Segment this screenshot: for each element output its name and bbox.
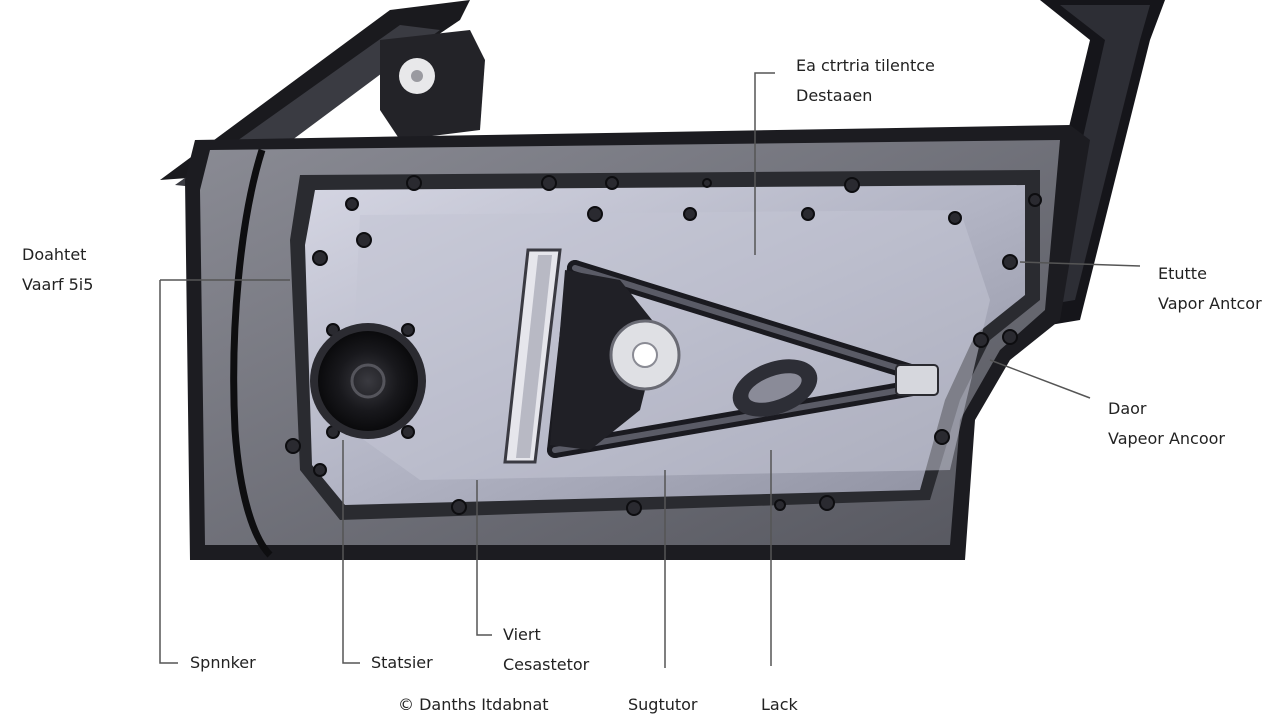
- callout-left-line-1: Doahtet: [22, 245, 87, 264]
- callout-bottom-2-line-1: Statsier: [371, 653, 433, 672]
- callout-right-2-line-2: Vapeor Ancoor: [1108, 429, 1225, 448]
- regulator-motor: [609, 319, 681, 391]
- callout-bottom-3-line-2: Cesastetor: [503, 655, 590, 674]
- callout-bottom-2: Statsier: [371, 648, 433, 678]
- callout-right-1-line-1: Etutte: [1158, 264, 1207, 283]
- callout-speaker-line-1: Spnnker: [190, 653, 256, 672]
- callout-lock-line-1: Lack: [761, 695, 798, 714]
- callout-top-line-2: Destaaen: [796, 86, 873, 105]
- callout-top-line-1: Ea ctrtria tilentce: [796, 56, 935, 75]
- lock-recess: [732, 359, 818, 417]
- callout-lock: Lack: [761, 690, 798, 720]
- callout-bottom-4: Sugtutor: [628, 690, 698, 720]
- callout-bottom-4-line-1: Sugtutor: [628, 695, 698, 714]
- mirror-mount: [380, 30, 485, 140]
- speaker: [310, 323, 426, 439]
- callout-bottom-3: Viert Cesastetor: [503, 620, 589, 680]
- callout-bottom-3-line-1: Viert: [503, 625, 541, 644]
- leader-lines: [159, 72, 1141, 668]
- mounting-bolts: [285, 175, 1042, 516]
- image-credit-text: © Danths Itdabnat: [398, 695, 549, 714]
- callout-top: Ea ctrtria tilentce Destaaen: [796, 51, 935, 111]
- regulator-motor-housing: [550, 270, 660, 450]
- callout-right-2-line-1: Daor: [1108, 399, 1147, 418]
- regulator-rail: [503, 248, 562, 464]
- regulator-end-bracket: [895, 364, 939, 396]
- image-credit: © Danths Itdabnat: [398, 690, 549, 720]
- cable: [230, 148, 273, 558]
- callout-left-line-2: Vaarf 5i5: [22, 275, 94, 294]
- callout-left: Doahtet Vaarf 5i5: [22, 240, 93, 300]
- callout-speaker: Spnnker: [190, 648, 256, 678]
- callout-right-1: Etutte Vapor Antcor: [1158, 259, 1262, 319]
- callout-right-2: Daor Vapeor Ancoor: [1108, 394, 1225, 454]
- callout-right-1-line-2: Vapor Antcor: [1158, 294, 1262, 313]
